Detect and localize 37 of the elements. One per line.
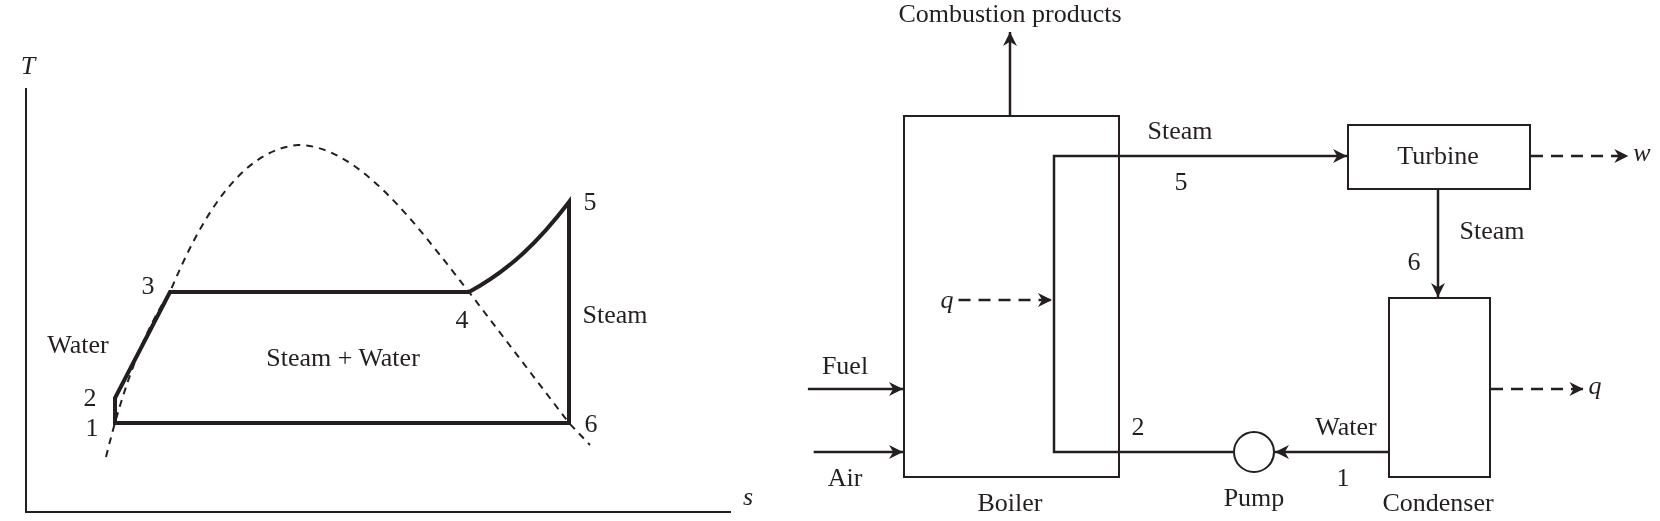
- state-number: 3: [141, 273, 155, 299]
- dashed-arrow: [958, 293, 1052, 307]
- component-label: Pump: [1223, 485, 1285, 511]
- work-symbol: w: [1633, 140, 1651, 166]
- dashed-arrow: [1491, 382, 1584, 396]
- axis-label: s: [742, 484, 754, 510]
- edge-label: Steam: [1147, 118, 1213, 144]
- heat-symbol: q: [940, 287, 954, 313]
- arrow: [1431, 190, 1445, 297]
- state-number: 1: [85, 415, 99, 441]
- state-number: 4: [455, 307, 469, 333]
- component-label: Turbine: [1397, 143, 1479, 169]
- stream-label: Air: [827, 465, 863, 491]
- dashed-arrow: [1531, 149, 1629, 163]
- stream-label: Fuel: [821, 353, 869, 379]
- component-label: Condenser: [1382, 490, 1494, 516]
- region-label: Water: [47, 332, 109, 358]
- arrow: [1003, 32, 1017, 115]
- edge-label: Water: [1315, 414, 1377, 440]
- stream-label: Combustion products: [898, 1, 1122, 27]
- heat-symbol: q: [1588, 373, 1602, 399]
- arrow: [1052, 149, 1347, 454]
- edge-label: Steam: [1459, 218, 1525, 244]
- region-label: Steam: [582, 302, 648, 328]
- axis-label: T: [20, 53, 36, 79]
- state-number: 2: [1131, 414, 1145, 440]
- arrow: [807, 382, 903, 396]
- arrow: [813, 445, 903, 459]
- arrow: [1275, 445, 1388, 459]
- state-number: 1: [1336, 465, 1350, 491]
- state-number: 2: [83, 385, 97, 411]
- component-label: Boiler: [977, 490, 1043, 516]
- state-number: 6: [584, 411, 598, 437]
- state-number: 6: [1407, 249, 1421, 275]
- region-label: Steam + Water: [266, 345, 420, 371]
- state-number: 5: [1174, 169, 1188, 195]
- state-number: 5: [583, 189, 597, 215]
